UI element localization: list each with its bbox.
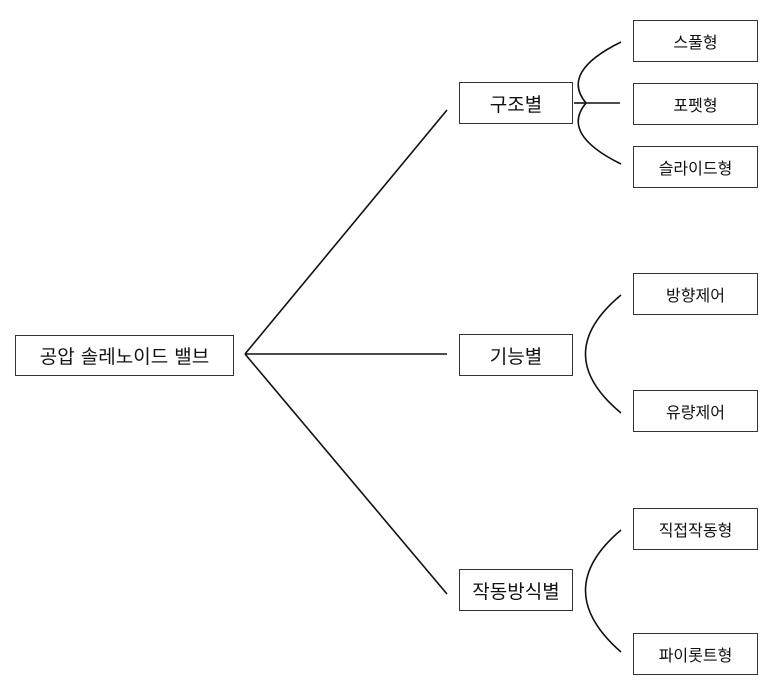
category-function: 기능별: [459, 334, 573, 376]
root-node-label: 공압 솔레노이드 밸브: [39, 346, 210, 368]
connector-root-structure: [244, 109, 448, 355]
leaf-slide-label: 슬라이드형: [658, 159, 733, 178]
category-operation-label: 작동방식별: [472, 580, 560, 603]
arc-function: [584, 294, 622, 414]
leaf-pilot-operated: 파이롯트형: [633, 633, 758, 675]
category-operation: 작동방식별: [459, 569, 573, 611]
leaf-poppet-label: 포펫형: [673, 96, 718, 115]
arc-operation: [584, 529, 622, 653]
leaf-pilot-operated-label: 파이롯트형: [658, 646, 733, 665]
leaf-flow-control-label: 유량제어: [666, 403, 725, 422]
leaf-flow-control: 유량제어: [633, 390, 758, 432]
category-structure-label: 구조별: [489, 93, 543, 116]
leaf-direct-acting: 직접작동형: [633, 508, 758, 550]
leaf-spool: 스풀형: [633, 20, 758, 62]
category-structure: 구조별: [459, 82, 573, 124]
leaf-direction-control: 방향제어: [633, 273, 758, 315]
category-function-label: 기능별: [489, 345, 543, 368]
leaf-direct-acting-label: 직접작동형: [658, 521, 733, 540]
leaf-direction-control-label: 방향제어: [666, 286, 725, 305]
leaf-slide: 슬라이드형: [633, 146, 758, 188]
root-node: 공압 솔레노이드 밸브: [15, 335, 234, 376]
leaf-spool-label: 스풀형: [673, 33, 718, 52]
leaf-poppet: 포펫형: [633, 83, 758, 125]
connector-root-operation: [244, 353, 448, 595]
